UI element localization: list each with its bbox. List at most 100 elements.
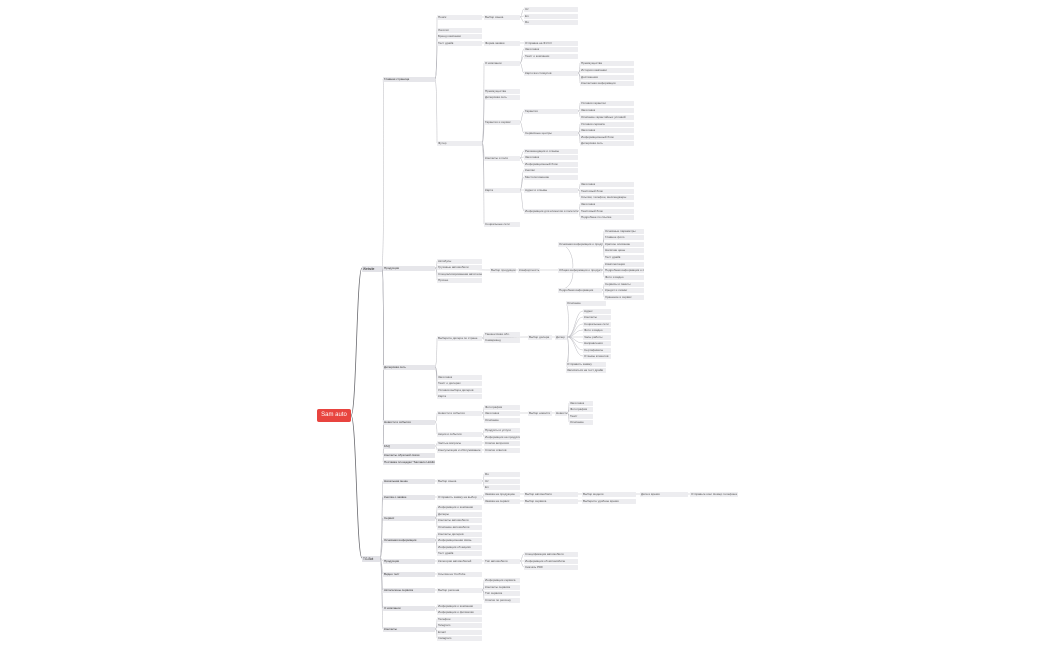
mindmap-node-n119[interactable]: Отправить заявку на выбор bbox=[437, 494, 482, 500]
mindmap-node-n43[interactable]: Ссылки, телефон, мессенджеры bbox=[580, 194, 634, 200]
mindmap-node-n24[interactable]: Гарантия bbox=[524, 108, 578, 114]
mindmap-node-n102[interactable]: Описание bbox=[569, 419, 593, 425]
mindmap-node-n134[interactable]: Контакты дилеров bbox=[437, 531, 482, 537]
mindmap-node-n145[interactable]: Видео тест bbox=[383, 571, 435, 577]
mindmap-node-n1[interactable]: Главная страница bbox=[383, 76, 435, 82]
mindmap-node-n140[interactable]: Категории автомобилей bbox=[437, 558, 482, 564]
mindmap-node-n54[interactable]: Выбор продукции bbox=[490, 267, 516, 273]
mindmap-node-n127[interactable]: Отправьте контактные данные bbox=[690, 491, 726, 497]
mindmap-node-n105[interactable]: Информация на продукты bbox=[484, 434, 520, 440]
mindmap-node-n83[interactable]: Направления bbox=[583, 340, 611, 346]
mindmap-node-n69[interactable]: Кредит и лизинг bbox=[604, 287, 644, 293]
mindmap-node-n28[interactable]: Сервисные центры bbox=[524, 130, 578, 136]
mindmap-node-n142[interactable]: Спецификация автомобиля bbox=[524, 551, 578, 557]
mindmap-node-n23[interactable]: Гарантия и сервис bbox=[484, 119, 520, 125]
mindmap-node-n29[interactable]: Условия сервиса bbox=[580, 121, 634, 127]
mindmap-node-n68[interactable]: Подробная информация bbox=[558, 287, 602, 293]
mindmap-node-n37[interactable]: Карта bbox=[484, 187, 520, 193]
mindmap-node-n42[interactable]: Текстовый блок bbox=[580, 188, 634, 194]
mindmap-node-n90[interactable]: Условия выбора дилеров bbox=[437, 387, 482, 393]
mindmap-node-n96[interactable]: Описание bbox=[484, 417, 520, 423]
mindmap-node-n26[interactable]: Заголовок bbox=[580, 107, 634, 113]
mindmap-node-n74[interactable]: Самарканд bbox=[484, 337, 520, 343]
mindmap-node-n79[interactable]: Контакты bbox=[583, 314, 611, 320]
mindmap-node-n138[interactable]: Тест драйв bbox=[437, 550, 482, 556]
mindmap-node-n116[interactable]: Uz bbox=[484, 478, 520, 484]
mindmap-node-n112[interactable]: Поставка площадки "Samauto Holding" bbox=[383, 459, 435, 465]
mindmap-node-n85[interactable]: Отзывы клиентов bbox=[583, 353, 611, 359]
mindmap-node-n60[interactable]: Краткое описание bbox=[604, 241, 644, 247]
mindmap-node-n100[interactable]: Фотография bbox=[569, 406, 593, 412]
mindmap-node-n147[interactable]: Автосалоны сервиса bbox=[383, 587, 435, 593]
mindmap-node-n115[interactable]: Ru bbox=[484, 471, 520, 477]
mindmap-node-n130[interactable]: Информация о компании bbox=[437, 504, 482, 510]
mindmap-node-n59[interactable]: Главное фото bbox=[604, 234, 644, 240]
mindmap-node-n52[interactable]: Специализированная автотехника bbox=[437, 271, 482, 277]
mindmap-node-n106[interactable]: FAQ bbox=[383, 443, 435, 449]
mindmap-node-n101[interactable]: Текст bbox=[569, 413, 593, 419]
mindmap-node-n124[interactable]: Выбор модели bbox=[582, 491, 636, 497]
mindmap-node-n80[interactable]: Социальные сети bbox=[583, 321, 611, 327]
mindmap-node-n35[interactable]: Информационный блок bbox=[524, 161, 578, 167]
mindmap-node-n65[interactable]: Подробная информация о продукте bbox=[604, 267, 644, 273]
mindmap-node-n32[interactable]: Дилерская сеть bbox=[580, 140, 634, 146]
mindmap-node-n137[interactable]: Информация об акциях bbox=[437, 544, 482, 550]
mindmap-node-n62[interactable]: Тест драйв bbox=[604, 254, 644, 260]
mindmap-node-n46[interactable]: Текстовый блок bbox=[580, 208, 634, 214]
mindmap-node-n5[interactable]: En bbox=[524, 13, 578, 19]
mindmap-node-n53[interactable]: Прочее bbox=[437, 277, 482, 283]
mindmap-node-n158[interactable]: Telegram bbox=[437, 622, 482, 628]
mindmap-node-n51[interactable]: Грузовые автомобили bbox=[437, 264, 482, 270]
mindmap-node-n72[interactable]: Выберите дилера по стране bbox=[437, 335, 482, 341]
mindmap-node-n13[interactable]: О компании bbox=[484, 60, 520, 66]
mindmap-node-n7[interactable]: Логотип bbox=[437, 27, 482, 33]
mindmap-node-n129[interactable]: Сервис bbox=[383, 515, 435, 521]
mindmap-node-n136[interactable]: Информационная связь bbox=[437, 537, 482, 543]
mindmap-node-n86[interactable]: Отправить заявку bbox=[566, 361, 606, 367]
mindmap-node-n149[interactable]: Информация сервиса bbox=[484, 577, 520, 583]
mindmap-node-n89[interactable]: Текст о дилерах bbox=[437, 380, 482, 386]
mindmap-node-n121[interactable]: Заявка на сервис bbox=[484, 498, 520, 504]
mindmap-node-n44[interactable]: Информация для клиентов и посетителей bbox=[524, 208, 578, 214]
mindmap-node-n108[interactable]: Список вопросов bbox=[484, 440, 520, 446]
mindmap-node-n61[interactable]: Наличие цены bbox=[604, 247, 644, 253]
mindmap-node-n11[interactable]: Отправка на Ф.И.О bbox=[524, 40, 578, 46]
mindmap-node-n48[interactable]: Социальные сети bbox=[484, 221, 520, 227]
mindmap-node-n114[interactable]: Выбор языка bbox=[437, 478, 482, 484]
mindmap-node-n10[interactable]: Форма заявки bbox=[484, 40, 520, 46]
mindmap-node-n94[interactable]: Фотография bbox=[484, 404, 520, 410]
mindmap-node-n118[interactable]: Кнопка о заявке bbox=[383, 494, 435, 500]
mindmap-node-n141[interactable]: Тип автомобиля bbox=[484, 558, 520, 564]
mindmap-node-n49[interactable]: Продукция bbox=[383, 265, 435, 271]
mindmap-node-h1[interactable]: TG-Bot bbox=[362, 555, 380, 562]
mindmap-node-n39[interactable]: Адрес и отзывы bbox=[524, 187, 578, 193]
mindmap-node-n156[interactable]: Контакты bbox=[383, 626, 435, 632]
mindmap-node-n41[interactable]: Заголовок bbox=[580, 181, 634, 187]
mindmap-node-n58[interactable]: Основные параметры bbox=[604, 228, 644, 234]
mindmap-node-n151[interactable]: Тип сервиса bbox=[484, 590, 520, 596]
mindmap-node-n150[interactable]: Контакты сервиса bbox=[484, 584, 520, 590]
mindmap-node-n27[interactable]: Описание гарантийных условий bbox=[580, 114, 634, 120]
mindmap-node-n67[interactable]: Сервисы и пакеты bbox=[604, 281, 644, 287]
mindmap-node-n120[interactable]: Заявка на продукцию bbox=[484, 491, 520, 497]
mindmap-node-n16[interactable]: Карточки стимулов bbox=[524, 70, 578, 76]
mindmap-node-n18[interactable]: История компании bbox=[580, 67, 634, 73]
mindmap-node-n2[interactable]: Поиск bbox=[437, 14, 482, 20]
mindmap-node-h0[interactable]: Website bbox=[362, 265, 382, 272]
mindmap-node-n15[interactable]: Текст о компании bbox=[524, 53, 578, 59]
mindmap-node-n77[interactable]: Описание bbox=[566, 300, 606, 306]
mindmap-node-n88[interactable]: Заголовок bbox=[437, 374, 482, 380]
mindmap-node-n78[interactable]: Адрес bbox=[583, 308, 611, 314]
mindmap-node-n122[interactable]: Выбор автомобиля bbox=[524, 491, 578, 497]
mindmap-node-n71[interactable]: Дилерская сеть bbox=[383, 364, 435, 370]
mindmap-node-n135[interactable]: Основная информация bbox=[383, 537, 435, 543]
mindmap-node-n33[interactable]: Рекомендация и отзывы bbox=[524, 148, 578, 154]
mindmap-node-n3[interactable]: Выбор языка bbox=[484, 14, 520, 20]
mindmap-node-n75[interactable]: Выбор дилера bbox=[528, 334, 552, 340]
mindmap-node-n111[interactable]: Контакты обратной связи bbox=[383, 452, 435, 458]
mindmap-node-n57[interactable]: Основная информация о продукте bbox=[558, 241, 602, 247]
mindmap-node-n109[interactable]: Консультация и обслуживание bbox=[437, 447, 482, 453]
mindmap-node-n146[interactable]: Ссылка на YouTube bbox=[437, 571, 482, 577]
mindmap-node-n6[interactable]: Ru bbox=[524, 19, 578, 25]
mindmap-node-n73[interactable]: Ташкентская обл. bbox=[484, 331, 520, 337]
